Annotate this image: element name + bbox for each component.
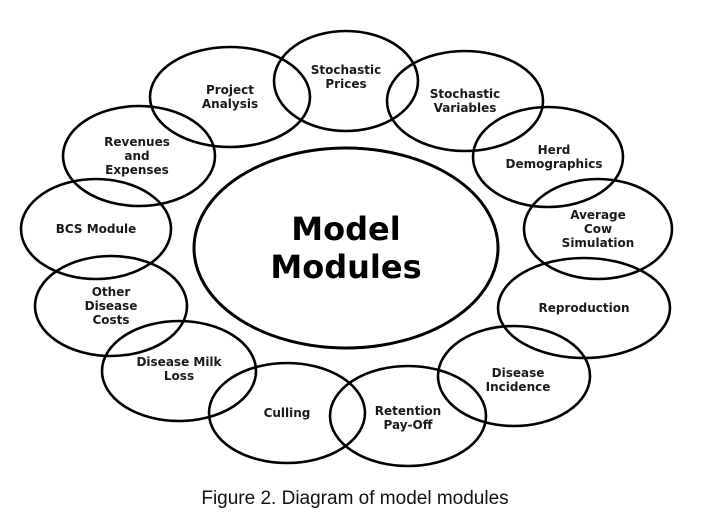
module-ellipse — [385, 49, 545, 153]
figure-caption: Figure 2. Diagram of model modules — [201, 488, 509, 509]
module-label-line: Culling — [264, 406, 311, 420]
module-label-line: Stochastic — [430, 87, 500, 101]
module-label-line: Retention — [375, 404, 441, 418]
module-label-line: Pay-Off — [384, 418, 433, 432]
center-label-line: Modules — [270, 248, 421, 286]
module-ellipse — [33, 254, 189, 358]
module-label: BCS Module — [56, 222, 137, 236]
module-label-line: Disease — [85, 299, 138, 313]
module-ellipse — [207, 361, 367, 465]
module-ellipse — [19, 177, 173, 281]
center-label-line: Model — [291, 210, 400, 248]
module-label-line: and — [124, 149, 149, 163]
module-label-line: Project — [206, 83, 254, 97]
module-label-line: Demographics — [506, 157, 603, 171]
module-label-line: Reproduction — [538, 301, 629, 315]
module-label-line: Disease — [492, 366, 545, 380]
module-label-line: BCS Module — [56, 222, 137, 236]
module-label-line: Costs — [92, 313, 129, 327]
module-culling: Culling — [207, 361, 367, 465]
module-ellipse — [148, 45, 312, 149]
module-label-line: Variables — [434, 101, 497, 115]
module-reproduction: Reproduction — [496, 256, 672, 360]
module-ellipse — [522, 177, 674, 281]
module-label-line: Loss — [164, 369, 194, 383]
module-label: Culling — [264, 406, 311, 420]
module-label: Reproduction — [538, 301, 629, 315]
module-label-line: Incidence — [486, 380, 551, 394]
module-ellipse — [100, 319, 258, 423]
module-label-line: Prices — [325, 77, 366, 91]
module-label-line: Average — [570, 208, 626, 222]
center-ellipse — [192, 146, 500, 350]
module-bcs-module: BCS Module — [19, 177, 173, 281]
module-label-line: Herd — [538, 143, 571, 157]
module-ellipse — [471, 105, 625, 209]
module-label-line: Simulation — [562, 236, 635, 250]
module-label-line: Analysis — [202, 97, 258, 111]
module-label-line: Revenues — [104, 135, 170, 149]
module-label-line: Stochastic — [311, 63, 381, 77]
module-label-line: Cow — [584, 222, 612, 236]
module-label-line: Disease Milk — [136, 355, 222, 369]
module-ellipse — [436, 324, 592, 428]
module-label-line: Expenses — [105, 163, 169, 177]
module-label-line: Other — [92, 285, 131, 299]
module-ellipse — [61, 104, 217, 208]
module-ellipse — [272, 29, 420, 133]
module-ellipse — [328, 364, 488, 468]
